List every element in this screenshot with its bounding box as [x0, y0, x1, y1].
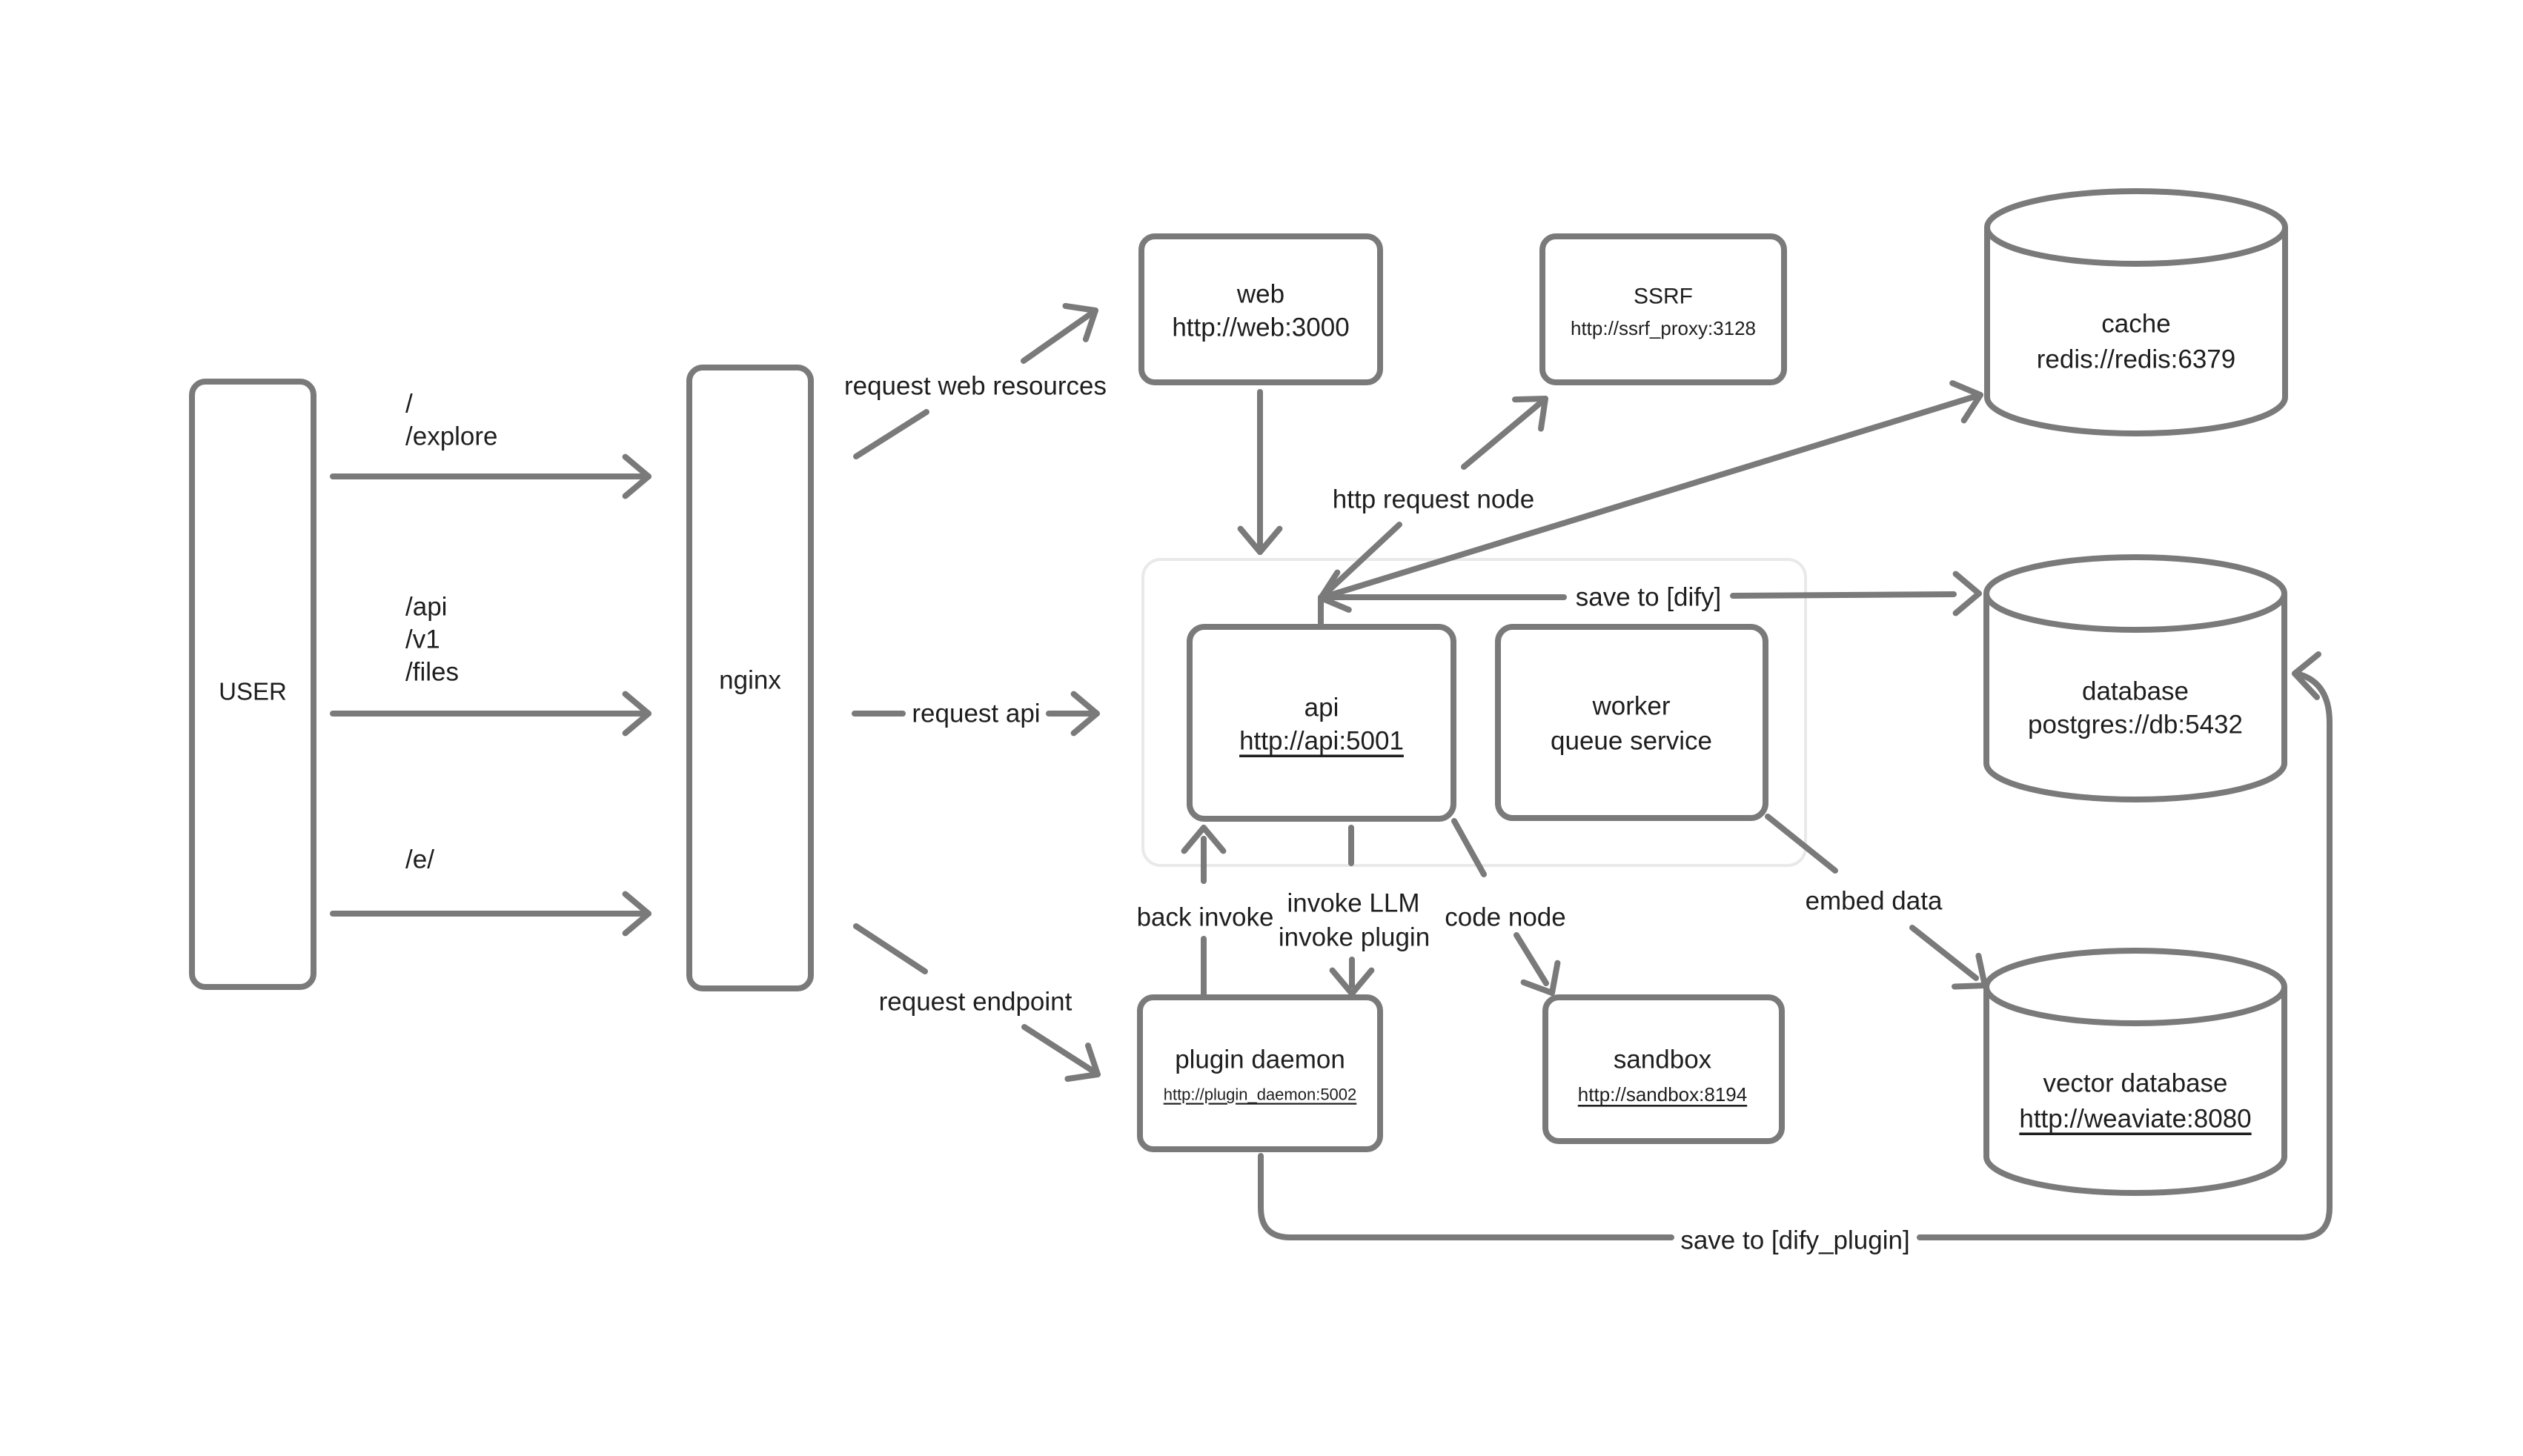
svg-text:request endpoint: request endpoint	[879, 988, 1072, 1017]
svg-text:SSRF: SSRF	[1634, 285, 1693, 309]
svg-text:http://web:3000: http://web:3000	[1172, 313, 1349, 342]
svg-text:invoke LLM: invoke LLM	[1287, 889, 1420, 918]
svg-text:back invoke: back invoke	[1137, 903, 1274, 932]
svg-text:cache: cache	[2101, 310, 2170, 339]
svg-text:sandbox: sandbox	[1614, 1046, 1712, 1074]
svg-text:postgres://db:5432: postgres://db:5432	[2028, 711, 2243, 739]
svg-text:invoke plugin: invoke plugin	[1279, 923, 1430, 952]
svg-text:save to [dify_plugin]: save to [dify_plugin]	[1680, 1226, 1909, 1255]
svg-text:embed data: embed data	[1806, 887, 1943, 916]
svg-text:plugin daemon: plugin daemon	[1175, 1046, 1345, 1074]
svg-text:USER: USER	[219, 678, 287, 705]
svg-text:code node: code node	[1445, 903, 1565, 932]
svg-text:http://plugin_daemon:5002: http://plugin_daemon:5002	[1164, 1086, 1357, 1104]
svg-text:/api: /api	[405, 593, 447, 622]
svg-text:database: database	[2082, 677, 2189, 706]
svg-text:request api: request api	[912, 699, 1040, 728]
svg-text:http://api:5001: http://api:5001	[1239, 727, 1404, 756]
svg-text:request web resources: request web resources	[844, 372, 1107, 401]
svg-text:/files: /files	[405, 658, 459, 687]
svg-text:queue service: queue service	[1551, 727, 1712, 756]
svg-text:vector database: vector database	[2043, 1069, 2227, 1098]
svg-text:http://ssrf_proxy:3128: http://ssrf_proxy:3128	[1571, 317, 1756, 339]
svg-text:http://sandbox:8194: http://sandbox:8194	[1578, 1083, 1747, 1106]
svg-text:api: api	[1304, 694, 1339, 722]
svg-text:http request node: http request node	[1333, 485, 1534, 514]
svg-text:worker: worker	[1591, 692, 1670, 721]
svg-text:/v1: /v1	[405, 625, 440, 654]
svg-text:/: /	[405, 390, 413, 419]
svg-text:save to [dify]: save to [dify]	[1576, 583, 1721, 612]
svg-text:web: web	[1236, 280, 1284, 309]
svg-text:nginx: nginx	[719, 666, 781, 695]
svg-text:/e/: /e/	[405, 845, 434, 874]
svg-text:http://weaviate:8080: http://weaviate:8080	[2019, 1105, 2251, 1134]
svg-text:/explore: /explore	[405, 422, 498, 451]
svg-text:redis://redis:6379: redis://redis:6379	[2037, 345, 2235, 374]
